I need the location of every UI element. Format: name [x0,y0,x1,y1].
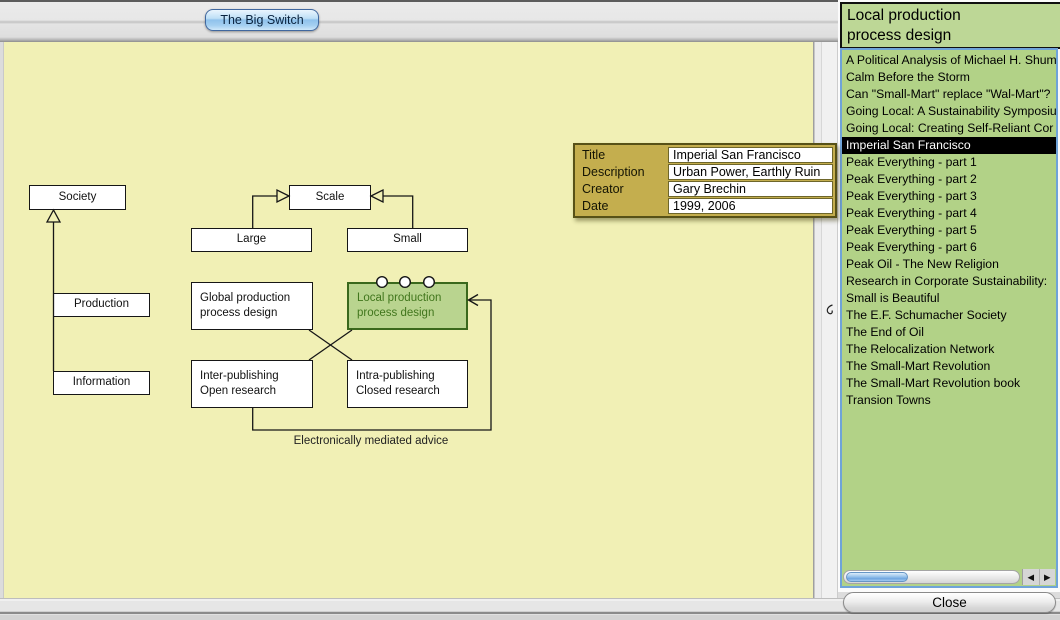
tooltip-row: Creator Gary Brechin [577,181,833,197]
node-label: Small [393,233,422,246]
horizontal-scrollbar[interactable]: ◀ ▶ [843,569,1055,585]
list-item[interactable]: The E.F. Schumacher Society [846,308,1007,322]
node-label: Society [58,190,97,203]
node-scale[interactable]: Scale [289,185,371,210]
list-item[interactable]: Research in Corporate Sustainability: [846,274,1048,288]
node-label: Global production process design [200,291,291,320]
document-list-rows: A Political Analysis of Michael H. Shum … [842,52,1056,409]
edge-line [308,329,353,361]
edge-label: Electronically mediated advice [293,435,449,447]
list-item[interactable]: Peak Everything - part 4 [846,206,977,220]
tooltip-row: Date 1999, 2006 [577,198,833,214]
node-information[interactable]: Information [53,371,150,395]
list-item[interactable]: Peak Everything - part 2 [846,172,977,186]
scrollbar-thumb[interactable] [846,572,908,582]
open-triangle-arrowhead-icon [276,188,291,204]
edge-line [383,195,414,228]
list-item[interactable]: The Small-Mart Revolution [846,359,991,373]
list-item[interactable]: Can "Small-Mart" replace "Wal-Mart"? [846,87,1051,101]
list-item[interactable]: Peak Everything - part 3 [846,189,977,203]
list-item-selected[interactable]: Imperial San Francisco [842,137,1056,154]
list-item[interactable]: Peak Oil - The New Religion [846,257,999,271]
metadata-tooltip: Title Imperial San Francisco Description… [573,143,837,218]
node-production[interactable]: Production [53,293,150,317]
node-label: Large [236,233,267,246]
scroll-right-icon[interactable]: ▶ [1043,571,1051,582]
list-item[interactable]: Small is Beautiful [846,291,940,305]
node-large[interactable]: Large [191,228,312,252]
close-button[interactable]: Close [843,592,1056,613]
concept-map-canvas[interactable]: Society Scale Large Small Production Inf… [3,42,813,598]
list-item[interactable]: Transion Towns [846,393,931,407]
splitter-handle-icon[interactable] [825,304,835,317]
documents-panel: Local production process design A Politi… [838,0,1060,592]
node-label: Intra-publishing Closed research [356,369,440,398]
edge-line [252,195,277,228]
node-label: Local production process design [357,291,442,320]
document-list[interactable]: A Political Analysis of Michael H. Shum … [840,48,1058,588]
node-inter-publishing[interactable]: Inter-publishing Open research [191,360,313,408]
node-intra-publishing[interactable]: Intra-publishing Closed research [347,360,468,408]
list-item[interactable]: The End of Oil [846,325,924,339]
node-society[interactable]: Society [29,185,126,210]
tooltip-field-label: Title [582,148,606,162]
node-local-production-selected[interactable]: Local production process design [347,282,468,330]
list-item[interactable]: Calm Before the Storm [846,70,970,84]
tooltip-field-value: Gary Brechin [668,181,833,197]
scroll-left-icon[interactable]: ◀ [1023,569,1040,585]
list-item[interactable]: Peak Everything - part 5 [846,223,977,237]
tooltip-row: Description Urban Power, Earthly Ruin [577,164,833,180]
list-item[interactable]: Going Local: A Sustainability Symposiu [846,104,1056,118]
node-global-production[interactable]: Global production process design [191,282,313,330]
tooltip-field-label: Date [582,199,609,213]
tooltip-field-label: Creator [582,182,624,196]
node-label: Production [74,298,129,311]
list-item[interactable]: The Small-Mart Revolution book [846,376,1021,390]
node-small[interactable]: Small [347,228,468,252]
edge-line [308,329,353,361]
splitter-gutter[interactable] [813,42,838,598]
list-item[interactable]: Going Local: Creating Self-Reliant Cor [846,121,1054,135]
scrollbar-track[interactable] [843,570,1020,584]
list-item[interactable]: The Relocalization Network [846,342,995,356]
tab-label: The Big Switch [220,13,304,27]
open-triangle-arrowhead-icon [369,188,384,204]
panel-title: Local production process design [840,2,1060,49]
list-item[interactable]: Peak Everything - part 1 [846,155,977,169]
status-bar [0,598,1060,620]
node-label: Inter-publishing Open research [200,369,279,398]
tooltip-field-value: Urban Power, Earthly Ruin [668,164,833,180]
node-label: Scale [315,190,345,203]
close-button-label: Close [932,595,967,610]
arrowhead-icon [467,293,479,307]
tooltip-field-value: 1999, 2006 [668,198,833,214]
tooltip-row: Title Imperial San Francisco [577,147,833,163]
tooltip-field-label: Description [582,165,645,179]
toolbar-strip [0,0,838,42]
list-item[interactable]: A Political Analysis of Michael H. Shum [846,53,1056,67]
tab-the-big-switch[interactable]: The Big Switch [205,9,319,31]
node-label: Information [72,376,131,389]
tooltip-field-value: Imperial San Francisco [668,147,833,163]
list-item[interactable]: Peak Everything - part 6 [846,240,977,254]
scrollbar-buttons: ◀ ▶ [1022,569,1055,585]
open-triangle-arrowhead-icon [45,208,62,223]
